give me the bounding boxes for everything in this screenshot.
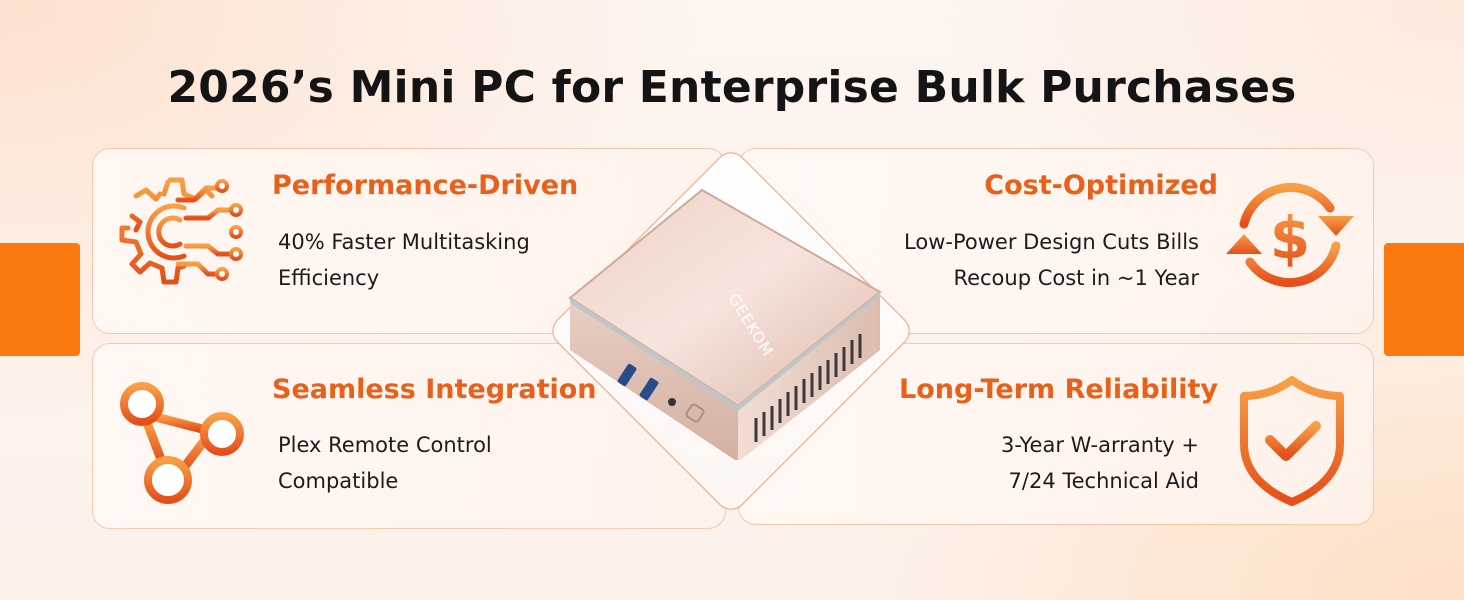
feature-line: Plex Remote Control xyxy=(278,433,492,457)
shield-check-icon xyxy=(1240,376,1344,506)
dollar-cycle-icon: $ xyxy=(1226,182,1354,288)
feature-line: Low-Power Design Cuts Bills xyxy=(904,230,1199,254)
feature-text-cost: Low-Power Design Cuts Bills Recoup Cost … xyxy=(904,224,1199,296)
feature-text-reliability: 3-Year W-arranty + 7/24 Technical Aid xyxy=(1001,427,1199,499)
gear-circuit-icon xyxy=(119,177,243,285)
network-nodes-icon xyxy=(120,382,244,504)
feature-line: Compatible xyxy=(278,469,399,493)
feature-heading-performance: Performance-Driven xyxy=(272,170,579,201)
svg-text:$: $ xyxy=(1270,204,1310,272)
left-accent-tab xyxy=(0,243,80,356)
feature-line: 40% Faster Multitasking xyxy=(278,230,530,254)
feature-heading-cost: Cost-Optimized xyxy=(984,170,1218,201)
mini-pc-image: GEEKOM xyxy=(568,188,882,460)
feature-line: 7/24 Technical Aid xyxy=(1008,469,1199,493)
feature-line: Efficiency xyxy=(278,266,380,290)
page-title: 2026’s Mini PC for Enterprise Bulk Purch… xyxy=(167,62,1297,113)
feature-line: Recoup Cost in ~1 Year xyxy=(953,266,1199,290)
feature-line: 3-Year W-arranty + xyxy=(1001,433,1199,457)
feature-text-integration: Plex Remote Control Compatible xyxy=(278,427,492,499)
feature-text-performance: 40% Faster Multitasking Efficiency xyxy=(278,224,530,296)
feature-heading-integration: Seamless Integration xyxy=(272,374,597,405)
feature-heading-reliability: Long-Term Reliability xyxy=(899,374,1218,405)
right-accent-tab xyxy=(1384,243,1464,356)
